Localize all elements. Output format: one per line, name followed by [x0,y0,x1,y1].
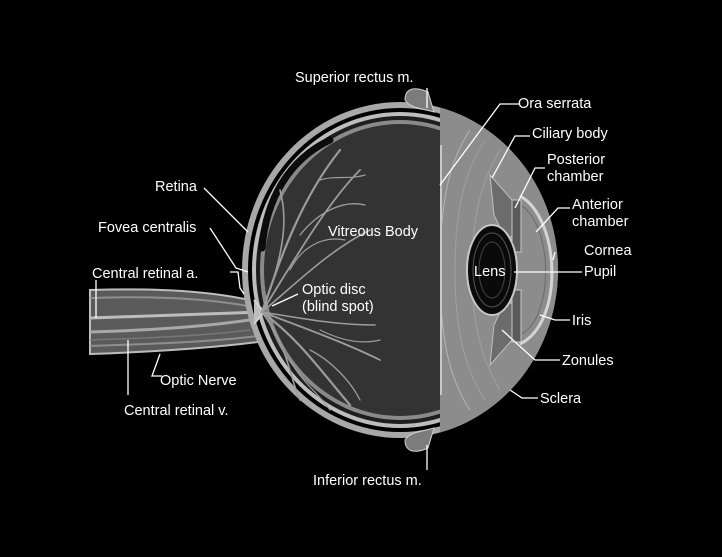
cornea [519,194,554,346]
central-retinal-artery-vessel [89,310,263,320]
lens [466,224,518,316]
label-anterior-chamber-1: Anterior [572,197,623,213]
label-ora-serrata: Ora serrata [518,96,592,112]
label-iris: Iris [572,313,591,329]
label-sclera: Sclera [540,391,582,407]
leader-anterior-chamber [535,207,570,233]
leader-ora-serrata [439,103,520,186]
leader-iris [539,314,570,321]
iris-upper [511,199,522,253]
label-central-retinal-vein: Central retinal v. [124,403,229,419]
optic-nerve [89,288,263,356]
label-retina: Retina [155,179,198,195]
leader-retina [203,187,249,233]
label-fovea-centralis: Fovea centralis [98,220,196,236]
label-optic-disc-2: (blind spot) [302,299,374,315]
leader-central-retinal-artery [230,271,245,295]
leader-optic-disc [271,293,299,307]
leader-lines [95,88,582,470]
label-cornea: Cornea [584,243,632,259]
leader-ciliary-body [491,135,530,179]
label-optic-disc-1: Optic disc [302,282,366,298]
leader-zonules [501,329,560,361]
central-retinal-vein-vessel [89,316,263,334]
iris-lower [511,289,522,343]
leader-fovea-centralis [209,227,249,273]
label-vitreous-body: Vitreous Body [328,224,419,240]
label-superior-rectus: Superior rectus m. [295,70,413,86]
label-pupil: Pupil [584,264,616,280]
leader-cornea [552,251,556,261]
label-anterior-chamber-2: chamber [572,214,629,230]
label-lens: Lens [474,264,505,280]
label-optic-nerve: Optic Nerve [160,373,237,389]
leader-posterior-chamber [514,167,545,209]
label-zonules: Zonules [562,353,614,369]
leader-sclera [509,389,538,399]
label-central-retinal-artery: Central retinal a. [92,266,198,282]
label-posterior-chamber-1: Posterior [547,152,605,168]
fovea-band [258,136,334,252]
leader-optic-nerve [151,353,162,377]
label-ciliary-body: Ciliary body [532,126,608,142]
label-inferior-rectus: Inferior rectus m. [313,473,422,489]
retinal-vessels [260,148,381,411]
label-posterior-chamber-2: chamber [547,169,604,185]
